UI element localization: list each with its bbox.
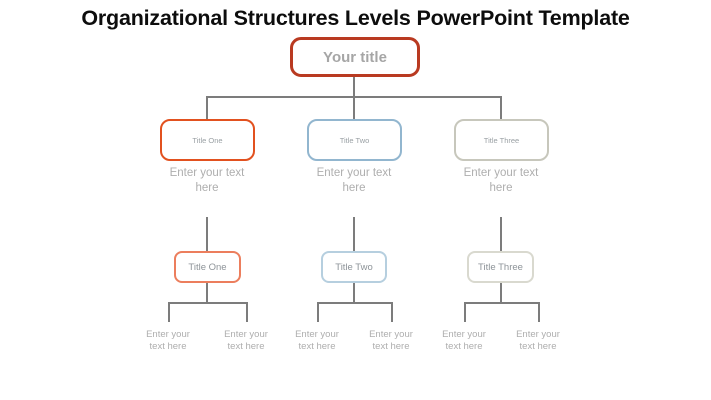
connector-drop-branch1: [206, 96, 208, 119]
level2-caption-one: Enter your text here: [169, 167, 245, 194]
connector-mid-stem-branch3: [500, 217, 502, 251]
leaf-text-branch3-right: Enter your text here: [516, 329, 560, 352]
connector-leaf-drop-branch1-left: [168, 302, 170, 322]
connector-leaf-stem-branch3: [500, 283, 502, 303]
connector-root-stem: [353, 77, 355, 97]
org-level2-label-one: Title One: [192, 135, 223, 145]
connector-leaf-drop-branch2-left: [317, 302, 319, 322]
connector-leaf-drop-branch1-right: [246, 302, 248, 322]
connector-mid-stem-branch1: [206, 217, 208, 251]
level2-caption-two: Enter your text here: [316, 167, 392, 194]
org-level2-box-three: Title Three: [454, 119, 549, 161]
connector-drop-branch3: [500, 96, 502, 119]
connector-leaf-drop-branch3-right: [538, 302, 540, 322]
connector-drop-branch2: [353, 96, 355, 119]
connector-leaf-drop-branch3-left: [464, 302, 466, 322]
leaf-text-branch1-left: Enter your text here: [146, 329, 190, 352]
leaf-text-branch2-left: Enter your text here: [295, 329, 339, 352]
connector-leaf-rail-branch3: [464, 302, 540, 304]
slide-title: Organizational Structures Levels PowerPo…: [81, 6, 630, 30]
connector-leaf-rail-branch1: [168, 302, 248, 304]
org-level2-label-three: Title Three: [483, 135, 520, 145]
connector-leaf-stem-branch2: [353, 283, 355, 303]
org-level3-label-three: Title Three: [478, 261, 523, 273]
org-level3-box-three: Title Three: [467, 251, 534, 283]
org-level3-label-one: Title One: [188, 261, 227, 273]
connector-leaf-rail-branch2: [317, 302, 393, 304]
org-level3-box-two: Title Two: [321, 251, 387, 283]
org-level2-label-two: Title Two: [339, 135, 370, 145]
org-level3-label-two: Title Two: [335, 261, 373, 273]
org-level2-box-two: Title Two: [307, 119, 402, 161]
leaf-text-branch2-right: Enter your text here: [369, 329, 413, 352]
leaf-text-branch3-left: Enter your text here: [442, 329, 486, 352]
connector-leaf-drop-branch2-right: [391, 302, 393, 322]
org-level3-box-one: Title One: [174, 251, 241, 283]
org-level2-box-one: Title One: [160, 119, 255, 161]
level2-caption-three: Enter your text here: [463, 167, 539, 194]
org-root-label: Your title: [323, 48, 387, 66]
leaf-text-branch1-right: Enter your text here: [224, 329, 268, 352]
connector-mid-stem-branch2: [353, 217, 355, 251]
org-root-box: Your title: [290, 37, 420, 77]
connector-leaf-stem-branch1: [206, 283, 208, 303]
